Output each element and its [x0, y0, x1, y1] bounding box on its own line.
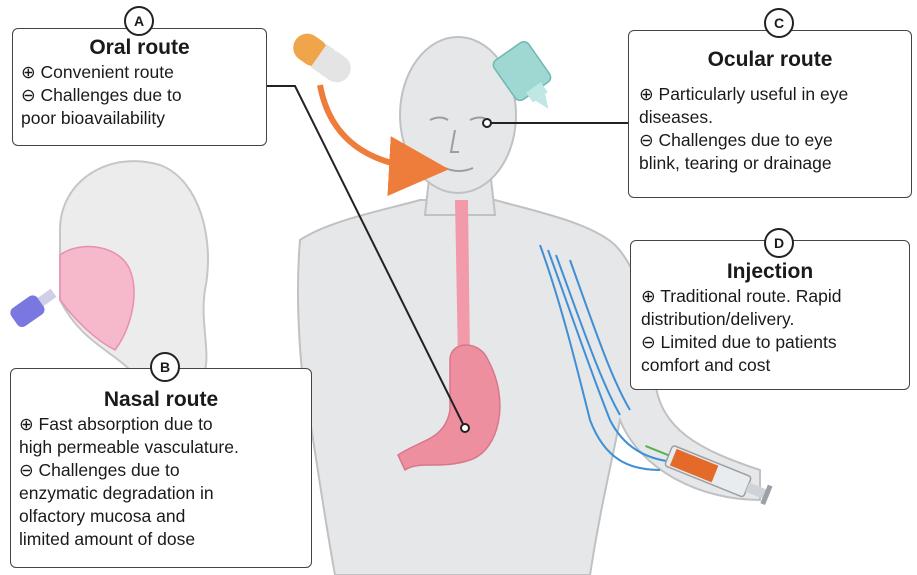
nasal-route-line: ⊖ Challenges due to	[19, 459, 303, 482]
ocular-route-line: diseases.	[639, 106, 901, 129]
injection-title: Injection	[641, 259, 899, 285]
side-head-nasal	[60, 161, 208, 370]
nasal-route-line: high permeable vasculature.	[19, 436, 303, 459]
nasal-route-line: olfactory mucosa and	[19, 505, 303, 528]
injection-line: comfort and cost	[641, 354, 899, 377]
injection-line: ⊖ Limited due to patients	[641, 331, 899, 354]
eye-target-dot	[483, 119, 491, 127]
ocular-route-line: blink, tearing or drainage	[639, 152, 901, 175]
nasal-spray-icon	[8, 284, 60, 330]
injection-box: Injection ⊕ Traditional route. Rapid dis…	[630, 240, 910, 390]
ocular-route-box: Ocular route ⊕ Particularly useful in ey…	[628, 30, 912, 198]
capsule-icon	[288, 28, 356, 88]
oral-route-line: ⊕ Convenient route	[21, 61, 258, 84]
oral-route-title: Oral route	[21, 35, 258, 61]
ocular-route-title: Ocular route	[639, 47, 901, 73]
nasal-cavity	[60, 247, 134, 350]
ocular-route-line: ⊕ Particularly useful in eye	[639, 83, 901, 106]
badge-b: B	[150, 352, 180, 382]
badge-d: D	[764, 228, 794, 258]
nasal-route-title: Nasal route	[19, 387, 303, 413]
oral-route-box: Oral route ⊕ Convenient route ⊖ Challeng…	[12, 28, 267, 146]
injection-line: ⊕ Traditional route. Rapid	[641, 285, 899, 308]
badge-c: C	[764, 8, 794, 38]
nasal-route-line: limited amount of dose	[19, 528, 303, 551]
stomach-target-dot	[461, 424, 469, 432]
oral-route-line: poor bioavailability	[21, 107, 258, 130]
badge-a: A	[124, 6, 154, 36]
ocular-route-line: ⊖ Challenges due to eye	[639, 129, 901, 152]
nasal-route-line: enzymatic degradation in	[19, 482, 303, 505]
nasal-route-line: ⊕ Fast absorption due to	[19, 413, 303, 436]
injection-line: distribution/delivery.	[641, 308, 899, 331]
oral-route-line: ⊖ Challenges due to	[21, 84, 258, 107]
nasal-route-box: Nasal route ⊕ Fast absorption due to hig…	[10, 368, 312, 568]
